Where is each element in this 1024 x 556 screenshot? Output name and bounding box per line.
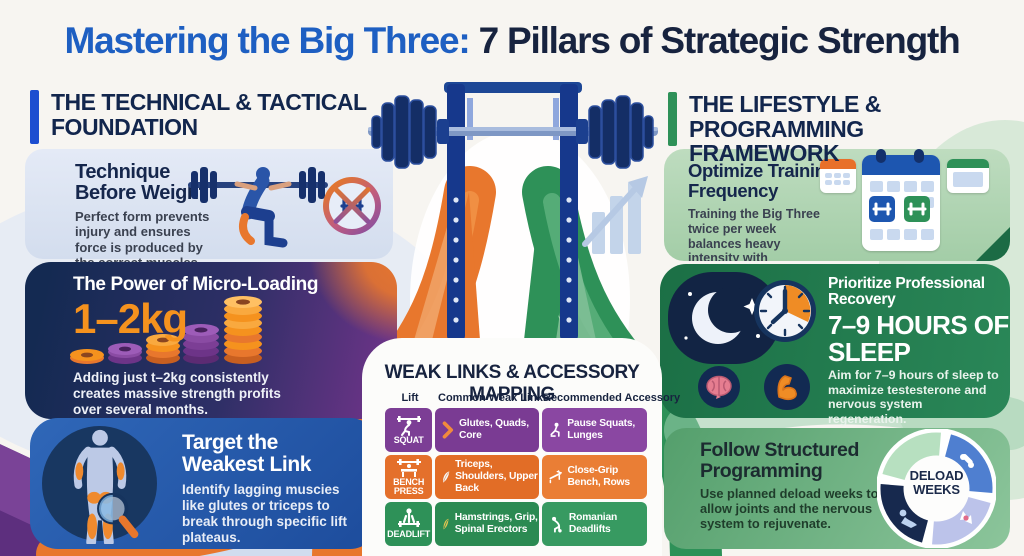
page-title-accent: Mastering the Big Three: [64,20,471,61]
accessory-cell: Romanian Deadlifts [541,502,647,546]
mapping-panel: WEAK LINKS & ACCESSORY MAPPING Lift Comm… [362,338,681,556]
accessory-text: Pause Squats, Lunges [567,418,636,441]
deadlift-icon [397,508,420,528]
clock-icon [752,278,818,344]
anatomy-figure-illustration [73,429,139,544]
card-technique-before-weight: Technique Before Weight Perfect form pre… [25,149,393,270]
lift-cell: BENCH PRESS [385,455,433,499]
weak-links-cell: Hamstrings, Grip, Spinal Erectors [435,502,539,546]
dumbbell-tile-blue [869,196,895,222]
card-micro-loading: The Power of Micro-Loading 1–2kg Adding … [25,262,397,419]
romanian-deadlift-icon [551,516,562,533]
card-body: Aim for 7–9 hours of sleep to maximize t… [828,368,999,426]
leaf-icon [443,518,449,530]
accessory-cell: Close-Grip Bench, Rows [541,455,647,499]
page-title: Mastering the Big Three: 7 Pillars of St… [0,20,1024,62]
lift-label: DEADLIFT [387,529,431,540]
accessory-cell: Pause Squats, Lunges [541,408,647,452]
plate-stack-5 [224,296,262,364]
card-training-frequency: Optimize Training Frequency Training the… [664,149,1010,261]
page-title-rest: 7 Pillars of Strategic Strength [469,20,961,61]
card-heading: Technique Before Weight [75,161,205,205]
dumbbell-tile-green [904,196,930,222]
column-header-accessory: Recommended Accessory [543,392,681,404]
card-heading: Target the Weakest Link [182,431,312,477]
accessory-text: Romanian Deadlifts [568,512,618,535]
anatomy-circle [42,426,157,544]
card-body: Identify lagging muscies like glutes or … [182,482,348,545]
calendar-orange-icon [820,159,856,193]
moon-stars-icon [684,287,761,344]
brain-icon [698,366,740,408]
card-subheading: 7–9 HOURS OF SLEEP [828,310,1009,367]
plate-stack-3 [146,334,180,364]
card-heading: Follow Structured Programming [700,439,859,482]
close-grip-bench-icon [549,470,562,484]
lift-label: BENCH PRESS [393,476,425,496]
plate-stack-1 [70,349,104,364]
card-body: Training the Big Three twice per week ba… [688,207,820,261]
plate-stack-4 [183,324,219,364]
weak-links-cell: Glutes, Quads, Core [435,408,539,452]
left-section-header: THE TECHNICAL & TACTICAL FOUNDATION [30,90,380,144]
deload-badge: DELOAD WEEKS [909,468,964,498]
plate-stack-2 [108,343,142,364]
weak-links-text: Hamstrings, Grip, Spinal Erectors [454,512,538,535]
card-structured-programming: Follow Structured Programming Use planne… [664,428,1010,549]
lift-cell: DEADLIFT [385,502,433,546]
lift-label: SQUAT [393,435,424,446]
bench-press-icon [396,458,421,477]
deload-cycle-diagram: DELOAD WEEKS [876,428,997,549]
weak-links-cell: Triceps, Shoulders, Upper Back [435,455,539,499]
magnifier-icon [97,492,139,539]
calendar-blue-dumbbell-icon [862,149,940,251]
table-row-bench-press: BENCH PRESS Triceps, Shoulders, Upper Ba… [385,455,647,499]
bone-icon [960,453,974,468]
right-section-header: THE LIFESTYLE & PROGRAMMING FRAMEWORK [668,92,1013,166]
squat-icon [396,416,421,437]
table-row-squat: SQUAT Glutes, Quads, Core Pause Squats, … [385,408,647,452]
knee-joint-icon [960,511,972,524]
bicep-icon [764,364,810,410]
weight-plate-stacks-illustration [70,296,262,364]
card-body: Adding just t–2kg consistently creates m… [73,370,281,417]
corner-fold-accent [976,227,1010,261]
table-row-deadlift: DEADLIFT Hamstrings, Grip, Spinal Erecto… [385,502,647,546]
right-section-title: THE LIFESTYLE & PROGRAMMING FRAMEWORK [689,91,881,167]
squatting-lifter-illustration [188,167,328,248]
resting-person-icon [899,509,917,528]
mapping-table-title: WEAK LINKS & ACCESSORY MAPPING [384,362,640,405]
weak-links-text: Triceps, Shoulders, Upper Back [455,459,538,494]
card-target-weakest-link: Target the Weakest Link Identify lagging… [30,418,378,549]
accessory-text: Close-Grip Bench, Rows [567,465,630,488]
left-accent-bar [30,90,39,144]
right-accent-bar [668,92,677,146]
card-heading: Optimize Training Frequency [688,160,837,201]
no-dumbbell-icon [323,177,381,235]
lunge-icon [550,422,560,437]
card-recovery-sleep: Prioritize Professional Recovery 7–9 HOU… [660,264,1010,426]
card-body: Use planned deload weeks to allow joints… [700,486,879,532]
column-header-weak-links: Common Weak Links [438,392,550,404]
feather-icon [443,471,450,483]
chevron-icon [442,421,454,439]
card-heading: The Power of Micro-Loading [73,274,319,295]
calendar-green-icon [947,159,989,193]
card-heading: Prioritize Professional Recovery [828,275,985,309]
left-section-title: THE TECHNICAL & TACTICAL FOUNDATION [51,89,367,140]
lift-cell: SQUAT [385,408,433,452]
column-header-lift: Lift [401,392,419,404]
weak-links-text: Glutes, Quads, Core [458,418,529,441]
micro-load-highlight: 1–2kg [73,295,188,342]
